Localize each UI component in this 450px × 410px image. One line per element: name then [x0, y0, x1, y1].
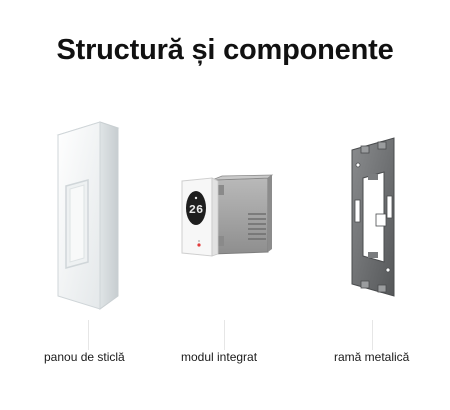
module-display-readout: 26	[189, 203, 203, 217]
page-title: Structură și componente	[56, 34, 394, 66]
status-indicator-icon	[197, 243, 201, 247]
guide-line-glass	[88, 320, 89, 350]
label-integrated-module: modul integrat	[181, 350, 258, 364]
label-glass-panel: panou de sticlă	[44, 350, 125, 364]
guide-line-module	[224, 320, 225, 350]
glass-panel-icon	[56, 121, 120, 310]
guide-line-frame	[372, 320, 373, 350]
thermostat-module-icon: 26	[181, 174, 274, 257]
label-metal-frame: ramă metalică	[334, 350, 410, 364]
metal-frame-icon	[351, 137, 395, 297]
